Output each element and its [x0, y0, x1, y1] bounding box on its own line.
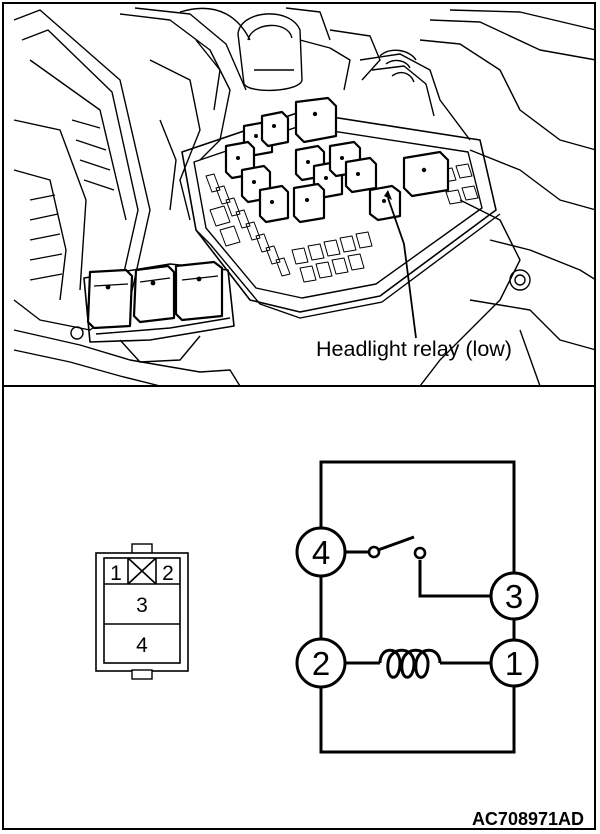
schematic-terminal-3: 3 [505, 578, 523, 615]
figure-id: AC708971AD [472, 809, 584, 829]
schematic-terminal-circles [295, 526, 539, 689]
switch-contacts [367, 545, 427, 560]
connector-pin-1: 1 [110, 562, 122, 585]
connector-pinout [95, 543, 189, 680]
switch-return [418, 560, 492, 598]
callout-leader [387, 197, 417, 339]
callout-label: Headlight relay (low) [316, 337, 512, 361]
connector-pin-2: 2 [162, 562, 174, 585]
switch-blade [377, 535, 415, 552]
relay-blocks [86, 96, 450, 330]
callout-arrowhead [384, 190, 392, 200]
coil-winding [378, 648, 442, 679]
schematic-terminal-2: 2 [312, 645, 330, 682]
connector-pin-4: 4 [136, 634, 148, 657]
relay-schematic [319, 460, 516, 754]
connector-pin-3: 3 [136, 594, 148, 617]
engine-bay-illustration [3, 7, 597, 387]
schematic-terminal-4: 4 [312, 534, 330, 571]
schematic-terminal-1: 1 [505, 645, 523, 682]
